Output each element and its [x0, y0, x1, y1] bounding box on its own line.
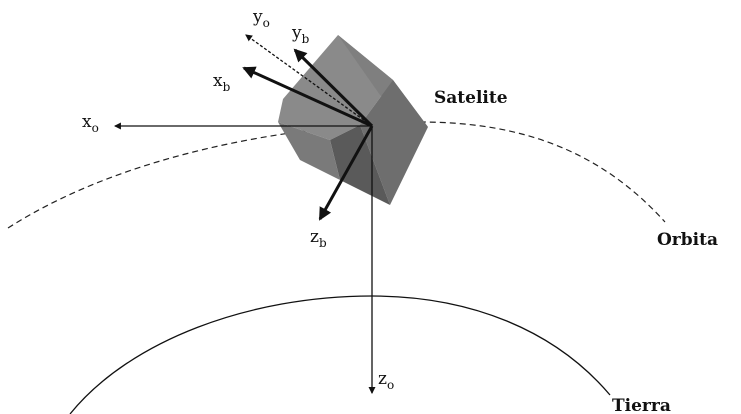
yo-axis-arrow	[245, 34, 373, 127]
satellite-cube	[278, 35, 428, 205]
yo-label: yo	[252, 7, 270, 30]
orbit-label: Orbita	[657, 230, 718, 250]
xb-axis-arrow	[242, 66, 373, 128]
xo-label: xo	[82, 112, 99, 135]
cube-bottom-edge	[278, 122, 340, 180]
yb-axis-arrow	[293, 48, 374, 128]
cube-front-face	[330, 125, 390, 205]
satellite-label: Satelite	[434, 88, 508, 108]
yb-label: yb	[291, 23, 310, 46]
earth-arc	[69, 295, 611, 414]
earth-label: Tierra	[612, 396, 671, 414]
xb-label: xb	[213, 71, 231, 94]
cube-right-face	[360, 80, 428, 205]
zb-axis-arrow	[318, 125, 374, 221]
zo-label: zo	[378, 369, 394, 392]
zb-label: zb	[310, 227, 327, 250]
